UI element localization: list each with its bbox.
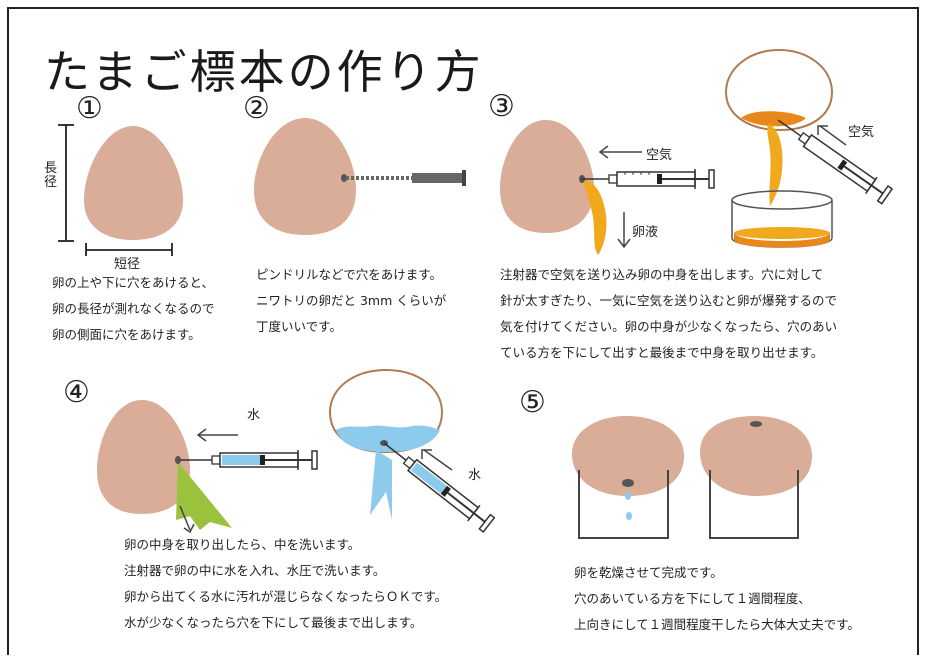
water-arrow-1: [196, 428, 238, 442]
air-label-1: 空気: [646, 148, 673, 163]
yolk-drip: [767, 124, 783, 206]
step-5-number: ⑤: [519, 385, 546, 420]
water-arrow-2: [421, 449, 453, 471]
egg-1: [84, 126, 183, 240]
step-1-diagram: [58, 124, 183, 256]
step-2-text: ピンドリルなどで穴をあけます。 ニワトリの卵だと 3mm くらいが 丁度いいです…: [256, 262, 446, 340]
step-4-line-4: 水が少なくなったら穴を下にして最後まで出します。: [124, 615, 423, 630]
yolk-arrow: [617, 212, 631, 249]
step-5-line-2: 穴のあいている方を下にして１週間程度、: [574, 591, 811, 606]
page-title: たまご標本の作り方: [44, 45, 484, 99]
dirty-water: [176, 462, 232, 530]
syringe-water: [180, 450, 318, 470]
step-3-line-2: 針が太すぎたり、一気に空気を送り込むと卵が爆発するので: [500, 293, 838, 308]
step-3-line-3: 気を付けてください。卵の中身が少なくなったら、穴のあい: [500, 319, 838, 334]
step-4-number: ④: [63, 375, 90, 410]
step-3-diagram: [500, 48, 894, 255]
step-3-number: ③: [488, 89, 515, 124]
step-3-text: 注射器で空気を送り込み卵の中身を出します。穴に対して 針が太すぎたり、一気に空気…: [500, 262, 837, 366]
syringe-air-2: [777, 119, 894, 205]
step-1-number: ①: [76, 91, 103, 126]
step-4-line-3: 卵から出てくる水に汚れが混じらなくなったらＯＫです。: [124, 589, 448, 604]
step-3-line-1: 注射器で空気を送り込み卵の中身を出します。穴に対して: [500, 267, 824, 282]
water-stream: [370, 450, 392, 520]
egg-3-inverted: [724, 48, 834, 132]
step-1-line-2: 卵の長径が測れなくなるので: [52, 301, 215, 316]
pin-drill: [341, 170, 466, 186]
step-2-number: ②: [243, 91, 270, 126]
drain-arrow: [179, 505, 195, 534]
step-1-text: 卵の上や下に穴をあけると、 卵の長径が測れなくなるので 卵の側面に穴をあけます。: [52, 270, 215, 348]
air-arrow-1: [598, 145, 642, 159]
step-4-line-2: 注射器で卵の中に水を入れ、水圧で洗います。: [124, 563, 386, 578]
yolk-label: 卵液: [632, 225, 659, 240]
page-frame: [7, 7, 919, 655]
step-5-diagram: [572, 416, 812, 539]
step-2-line-2: ニワトリの卵だと 3mm くらいが: [256, 293, 447, 308]
step-3-line-4: ている方を下にして出すと最後まで中身を取り出せます。: [500, 345, 824, 360]
air-label-2: 空気: [848, 125, 875, 140]
step-1-line-3: 卵の側面に穴をあけます。: [52, 327, 201, 342]
syringe-water-2: [383, 442, 496, 534]
egg-5b: [700, 416, 812, 496]
step-2-diagram: [254, 118, 466, 235]
step-5-line-1: 卵を乾燥させて完成です。: [574, 565, 723, 580]
short-axis-label: 短径: [114, 257, 141, 272]
step-5-line-3: 上向きにして１週間程度干したら大体大丈夫です。: [574, 617, 860, 632]
yolk-inside: [741, 111, 806, 127]
step-1-line-1: 卵の上や下に穴をあけると、: [52, 275, 215, 290]
egg-4: [97, 400, 190, 514]
long-axis-bracket: [58, 124, 74, 242]
step-4-text: 卵の中身を取り出したら、中を洗います。 注射器で卵の中に水を入れ、水圧で洗います…: [124, 532, 447, 636]
step-2-line-1: ピンドリルなどで穴をあけます。: [256, 267, 443, 282]
water-inside: [336, 425, 440, 452]
short-axis-bracket: [85, 243, 173, 256]
air-arrow-2: [817, 125, 847, 146]
egg-2: [254, 118, 356, 235]
egg-3: [500, 120, 594, 233]
step-5-text: 卵を乾燥させて完成です。 穴のあいている方を下にして１週間程度、 上向きにして１…: [574, 560, 860, 638]
long-axis-label: 長径: [44, 161, 58, 190]
water-label-1: 水: [247, 408, 261, 423]
step-4-line-1: 卵の中身を取り出したら、中を洗います。: [124, 537, 361, 552]
egg-5a: [572, 416, 684, 496]
step-4-diagram: [97, 368, 496, 534]
beaker: [731, 190, 833, 248]
water-label-2: 水: [468, 468, 482, 483]
yolk-flow: [584, 180, 607, 255]
step-2-line-3: 丁度いいです。: [256, 319, 342, 334]
